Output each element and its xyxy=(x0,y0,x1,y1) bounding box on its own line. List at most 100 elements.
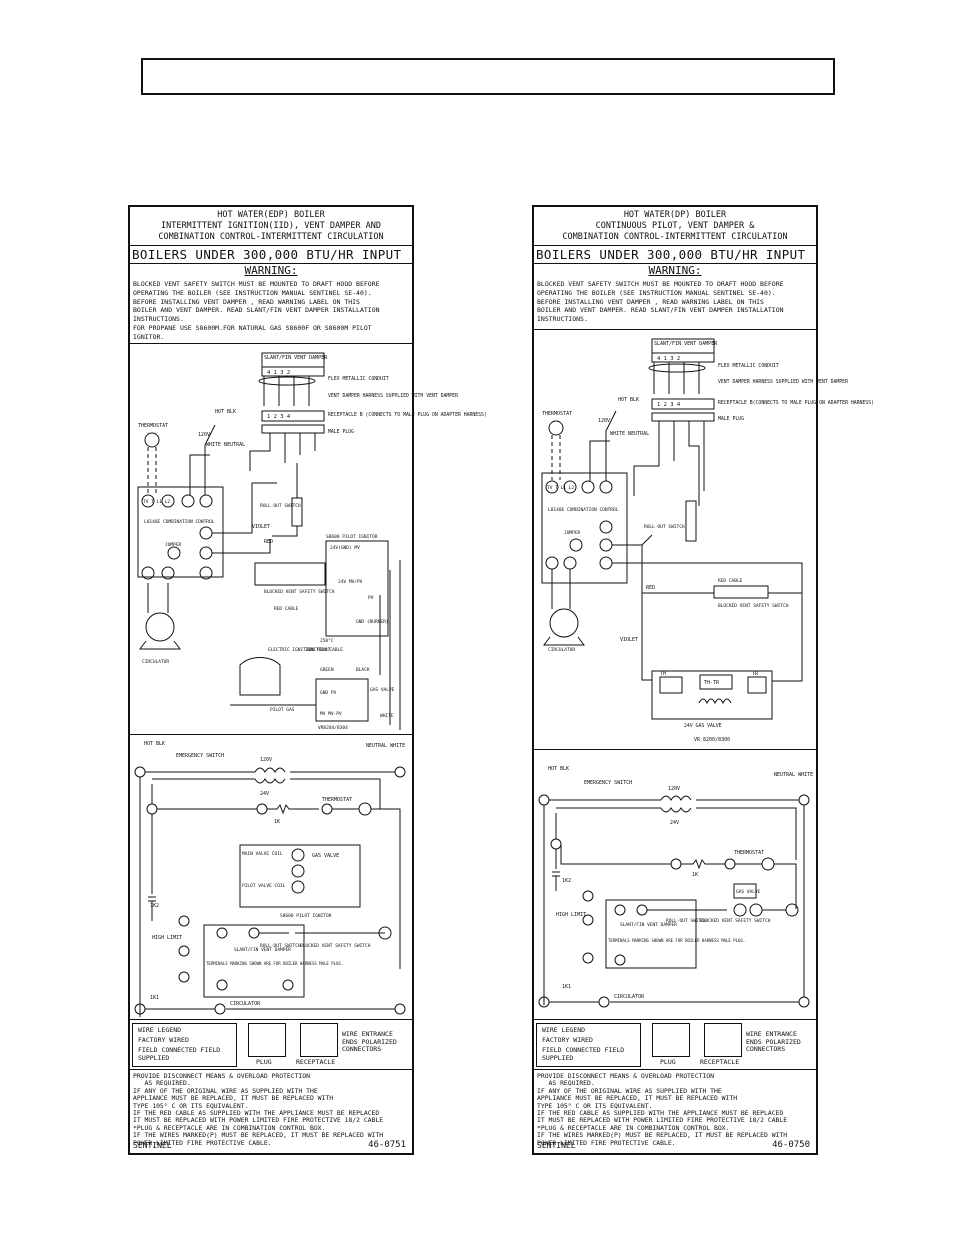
white-neutral-label: WHITE NEUTRAL xyxy=(610,431,649,437)
warning-line: IGNITOR. xyxy=(133,332,165,341)
circulator-label: CIRCULATOR xyxy=(548,647,575,653)
note-line: IF THE WIRES MARKED(P) MUST BE REPLACED,… xyxy=(133,1131,384,1140)
k12-label: 1K2 xyxy=(562,878,571,884)
blocked-vent-label: BLOCKED VENT SAFETY SWITCH xyxy=(700,918,771,924)
white-label: WHITE xyxy=(380,713,394,719)
vent-damper-block xyxy=(203,924,305,998)
diagram-title-line-3: COMBINATION CONTROL-INTERMITTENT CIRCULA… xyxy=(158,232,384,242)
violet-label: VIOLET xyxy=(252,524,270,530)
note-line: IF THE RED CABLE AS SUPPLIED WITH THE AP… xyxy=(537,1109,784,1118)
note-line: PROVIDE DISCONNECT MEANS & OVERLOAD PROT… xyxy=(537,1072,714,1080)
transformer-secondary xyxy=(254,778,286,784)
gas-valve-block xyxy=(239,844,361,908)
l8148e-control xyxy=(541,472,628,584)
gas-valve xyxy=(315,678,369,722)
legend-factory: FACTORY WIRED xyxy=(542,1036,593,1044)
rollout-label: ROLL-OUT SWITCH xyxy=(260,503,301,509)
entrance-label: WIRE ENTRANCE ENDS POLARIZED CONNECTORS xyxy=(342,1030,397,1053)
wiring-diagram-right: HOT WATER(DP) BOILER CONTINUOUS PILOT, V… xyxy=(532,205,874,1155)
receptacle-label: RECEPTACLE B (CONNECTS TO MALE PLUG ON A… xyxy=(328,412,487,418)
brand-label: SENTINEL xyxy=(537,1141,576,1150)
rollout-label: ROLL-OUT SWITCH xyxy=(666,918,707,924)
gnd-label: GND (BURNER) xyxy=(356,619,389,625)
diagram-title-line-1: HOT WATER(DP) BOILER xyxy=(623,210,727,220)
warning-line: FOR PROPANE USE S8600M.FOR NATURAL GAS S… xyxy=(133,323,372,332)
ladder-schematic: HOT BLK EMERGENCY SWITCH NEUTRAL WHITE 1… xyxy=(538,766,813,1008)
plug-diagram xyxy=(652,1023,690,1057)
entrance-label: WIRE ENTRANCE ENDS POLARIZED CONNECTORS xyxy=(746,1030,801,1053)
thermostat-label: THERMOSTAT xyxy=(734,850,764,856)
v120-label: 120V xyxy=(198,432,210,438)
blocked-vent-label: BLOCKED VENT SAFETY SWITCH xyxy=(264,589,335,595)
v120-label: 120V xyxy=(260,757,272,763)
tr-label: TR xyxy=(752,671,759,677)
temp-label: 250°C xyxy=(320,638,334,644)
hot-blk-label: HOT BLK xyxy=(618,397,639,403)
rollout-label: ROLL-OUT SWITCH xyxy=(644,524,685,530)
l8148e-label: L8148E COMBINATION CONTROL xyxy=(144,519,215,525)
violet-label: VIOLET xyxy=(620,637,638,643)
section-divider xyxy=(130,1069,412,1070)
ladder-schematic: HOT BLK EMERGENCY SWITCH NEUTRAL WHITE 1… xyxy=(134,741,406,1017)
note-line: TYPE 105° C OR ITS EQUIVALENT. xyxy=(537,1101,653,1110)
emergency-switch-label: EMERGENCY SWITCH xyxy=(584,780,632,786)
warning-line: BOILER AND VENT DAMPER. READ SLANT/FIN V… xyxy=(133,306,380,315)
note-line: APPLIANCE MUST BE REPLACED, IT MUST BE R… xyxy=(133,1094,334,1103)
warning-text: BLOCKED VENT SAFETY SWITCH MUST BE MOUNT… xyxy=(133,280,409,342)
rollout-label: ROLL-OUT SWITCH xyxy=(260,943,301,949)
note-line: TYPE 105° C OR ITS EQUIVALENT. xyxy=(133,1101,249,1110)
blocked-vent-label: BLOCKED VENT SAFETY SWITCH xyxy=(300,943,371,949)
neutral-white-label: NEUTRAL WHITE xyxy=(366,743,405,749)
l8148e-label: L8148E COMBINATION CONTROL xyxy=(548,507,619,513)
note-line: IF THE RED CABLE AS SUPPLIED WITH THE AP… xyxy=(133,1109,380,1118)
receptacle-diagram xyxy=(300,1023,338,1057)
note-line: IF THE WIRES MARKED(P) MUST BE REPLACED,… xyxy=(537,1131,788,1140)
section-divider xyxy=(534,1069,816,1070)
wiring-diagram-left: HOT WATER(EDP) BOILER INTERMITTENT IGNIT… xyxy=(128,205,487,1155)
vent-damper-label: SLANT/FIN VENT DAMPER xyxy=(234,947,291,953)
red-label: RED xyxy=(264,539,273,545)
gas-valve-label: GAS VALVE xyxy=(312,853,339,859)
harness-label: VENT DAMPER HARNESS SUPPLIED WITH VENT D… xyxy=(328,393,458,399)
note-line: IF ANY OF THE ORIGINAL WIRE AS SUPPLIED … xyxy=(537,1086,722,1095)
white-neutral-label: WHITE NEUTRAL xyxy=(206,442,245,448)
note-line: AS REQUIRED. xyxy=(537,1079,595,1088)
flex-conduit-label: FLEX METALLIC CONDUIT xyxy=(328,376,389,382)
svg-text:PV: PV xyxy=(368,595,374,601)
warning-line: OPERATING THE BOILER (SEE INSTRUCTION MA… xyxy=(133,288,372,297)
svg-text:4 1 3 2: 4 1 3 2 xyxy=(267,370,290,376)
svg-text:TV T L1 L2: TV T L1 L2 xyxy=(547,485,574,491)
v120-label: 120V xyxy=(598,418,610,424)
circulator xyxy=(549,608,579,638)
v24-label: 24V xyxy=(670,820,679,826)
warning-line: BEFORE INSTALLING VENT DAMPER , READ WAR… xyxy=(537,297,764,306)
legend-field: FIELD CONNECTED FIELD SUPPLIED xyxy=(138,1046,221,1062)
note-line: *PLUG & RECEPTACLE ARE IN COMBINATION CO… xyxy=(537,1123,730,1132)
warning-line: INSTRUCTIONS. xyxy=(133,315,184,324)
circulator-symbol xyxy=(214,1003,226,1015)
thermostat-label: THERMOSTAT xyxy=(322,797,352,803)
rollout-switch xyxy=(291,497,303,527)
notes: PROVIDE DISCONNECT MEANS & OVERLOAD PROT… xyxy=(133,1072,409,1147)
high-limit-label: HIGH LIMIT xyxy=(556,912,586,918)
thermostat-label: THERMOSTAT xyxy=(542,411,572,417)
diagram-title-line-2: INTERMITTENT IGNITION(IID), VENT DAMPER … xyxy=(160,221,382,231)
jumper-label: JUMPER xyxy=(165,542,182,548)
pilot-assembly xyxy=(239,657,281,696)
svg-text:GND PV: GND PV xyxy=(320,690,337,696)
hot-blk-label: HOT BLK xyxy=(548,766,569,772)
section-divider xyxy=(534,1019,816,1020)
warning-line: INSTRUCTIONS. xyxy=(537,315,588,324)
ignitor-label: S8600 PILOT IGNITOR xyxy=(280,913,332,919)
legend-field: FIELD CONNECTED FIELD SUPPLIED xyxy=(542,1046,625,1062)
thermostat xyxy=(144,432,160,448)
note-line: IT MUST BE REPLACED WITH POWER LIMITED F… xyxy=(133,1116,384,1125)
neutral-white-label: NEUTRAL WHITE xyxy=(774,772,813,778)
l8148e-control xyxy=(137,486,224,578)
s8600-ignitor xyxy=(325,540,389,637)
svg-text:24V MV/PV: 24V MV/PV xyxy=(338,579,363,585)
gas-valve-label: GAS VALVE xyxy=(736,889,761,895)
notes: PROVIDE DISCONNECT MEANS & OVERLOAD PROT… xyxy=(537,1072,813,1147)
vent-damper-label: SLANT/FIN VENT DAMPER xyxy=(654,341,718,347)
svg-text:TV T L1 L2: TV T L1 L2 xyxy=(143,499,170,505)
